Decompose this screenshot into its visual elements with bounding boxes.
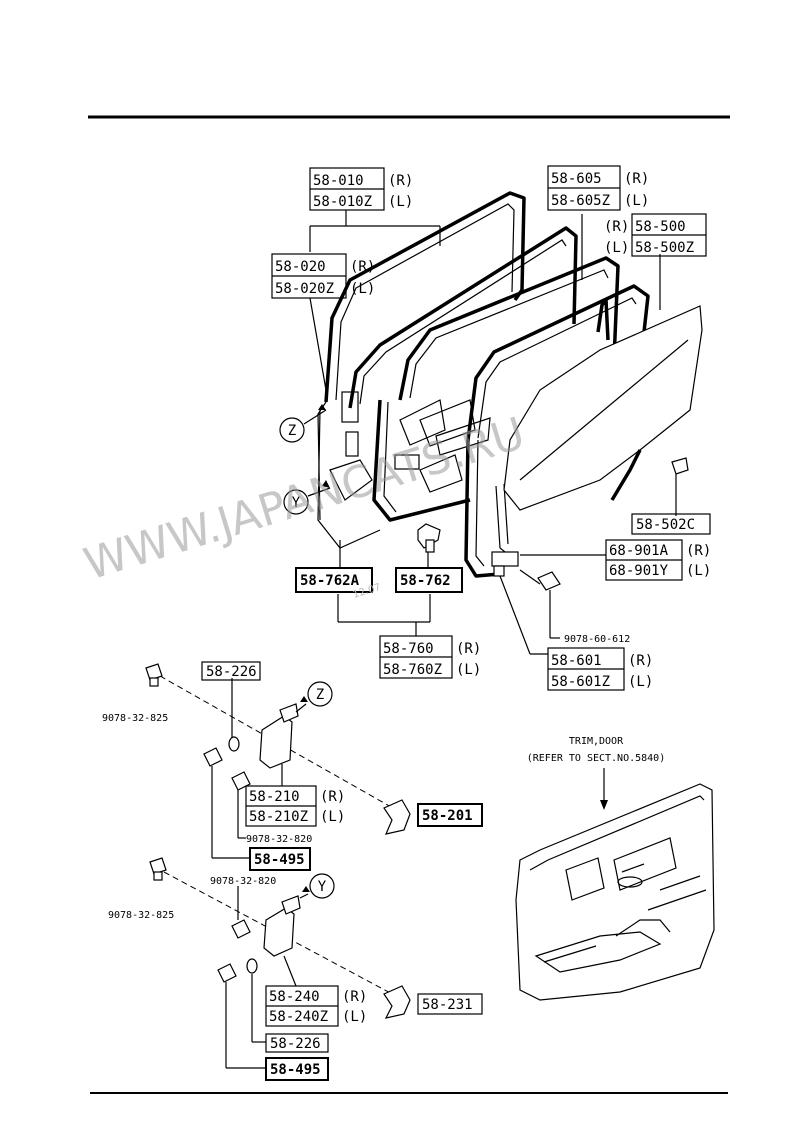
bolt-upper-left: [145, 663, 163, 681]
label-58-762a: 58-762A: [300, 573, 360, 589]
label-58-605z-side: (L): [624, 193, 649, 209]
bolt-upper-b: [231, 771, 251, 791]
label-58-010-side: (R): [388, 173, 413, 189]
label-58-605-side: (R): [624, 171, 649, 187]
upper-hinge-group: [145, 663, 411, 859]
weatherstrip: [464, 284, 650, 578]
label-58-210z: 58-210Z: [249, 809, 308, 825]
label-68-901a-side: (R): [686, 543, 711, 559]
label-58-010: 58-010: [313, 173, 364, 189]
trim-door-title: TRIM,DOOR: [569, 736, 624, 747]
label-68-901y: 68-901Y: [609, 563, 669, 579]
washer-lower: [246, 958, 258, 974]
bolt-lower-b: [217, 963, 237, 983]
label-58-500z-side: (L): [604, 240, 629, 256]
check-link: [491, 551, 519, 577]
label-58-210z-side: (L): [320, 809, 345, 825]
z-marker-door: Z: [288, 423, 296, 439]
label-58-240: 58-240: [269, 989, 320, 1005]
leader-lines-upper: [309, 210, 677, 655]
door-trim-panel: [515, 783, 715, 1001]
door-outer-frame: [348, 226, 578, 522]
trim-door-reference: (REFER TO SECT.NO.5840): [527, 753, 665, 764]
label-58-495-top: 58-495: [254, 852, 305, 868]
label-58-760-side: (R): [456, 641, 481, 657]
label-68-901y-side: (L): [686, 563, 711, 579]
label-58-020-side: (R): [350, 259, 375, 275]
label-58-240z: 58-240Z: [269, 1009, 328, 1025]
label-58-020z: 58-020Z: [275, 281, 334, 297]
label-9078-32-825-top: 9078-32-825: [102, 713, 168, 724]
y-marker-hinge: Y: [318, 879, 327, 895]
glass-run-channel: [596, 298, 642, 501]
z-callout-hinge: Z: [295, 681, 333, 713]
label-58-210-side: (R): [320, 789, 345, 805]
label-58-226-bottom: 58-226: [270, 1036, 321, 1052]
hinge-upper: [259, 715, 293, 769]
bolt-upper-a: [203, 747, 223, 767]
washer-upper: [228, 736, 240, 752]
label-58-020: 58-020: [275, 259, 326, 275]
label-58-010z: 58-010Z: [313, 194, 372, 210]
label-68-901a: 68-901A: [609, 543, 669, 559]
label-58-500: 58-500: [635, 219, 686, 235]
label-58-495-bottom: 58-495: [270, 1062, 321, 1078]
label-58-201: 58-201: [422, 808, 473, 824]
label-58-601-side: (R): [628, 653, 653, 669]
label-58-601z: 58-601Z: [551, 674, 610, 690]
label-58-226-top: 58-226: [206, 664, 257, 680]
z-marker-hinge: Z: [316, 687, 324, 703]
z-callout-door: Z: [279, 404, 327, 443]
lower-hinge-group: [149, 857, 411, 1069]
hinge-lower: [263, 907, 295, 957]
label-58-502c: 58-502C: [636, 517, 695, 533]
door-glass: [503, 305, 703, 511]
label-9078-32-825-bottom: 9078-32-825: [108, 910, 174, 921]
y-callout-door: Y: [283, 480, 331, 515]
label-58-210: 58-210: [249, 789, 300, 805]
door-panel-shell: [317, 191, 526, 549]
watermark: WWW.JAPANCATS.RU: [78, 408, 530, 591]
bolt-lower-left: [149, 857, 167, 875]
regulator-clip: [417, 523, 441, 553]
label-58-605: 58-605: [551, 171, 602, 187]
label-58-020z-side: (L): [350, 281, 375, 297]
label-9078-32-820-a: 9078-32-820: [246, 834, 312, 845]
bolt-lower-a: [231, 919, 251, 939]
label-58-601: 58-601: [551, 653, 602, 669]
hinge-pin-lower: [383, 985, 411, 1019]
y-callout-hinge: Y: [299, 873, 335, 899]
label-58-500z: 58-500Z: [635, 240, 694, 256]
hinge-bracket-y: [671, 457, 689, 475]
label-58-760: 58-760: [383, 641, 434, 657]
label-58-240-side: (R): [342, 989, 367, 1005]
bolt-9078-60-612: [519, 569, 561, 591]
label-9078-60-612: 9078-60-612: [564, 634, 630, 645]
label-58-601z-side: (L): [628, 674, 653, 690]
label-58-500-side: (R): [604, 219, 629, 235]
label-58-240z-side: (L): [342, 1009, 367, 1025]
hinge-pin-upper: [383, 799, 411, 835]
door-sash-frame: [398, 256, 620, 456]
label-58-010z-side: (L): [388, 194, 413, 210]
y-marker-door: Y: [292, 495, 301, 511]
label-58-605z: 58-605Z: [551, 193, 610, 209]
label-58-762: 58-762: [400, 573, 451, 589]
label-9078-32-820-b: 9078-32-820: [210, 876, 276, 887]
label-58-760z: 58-760Z: [383, 662, 442, 678]
label-58-760z-side: (L): [456, 662, 481, 678]
label-58-231: 58-231: [422, 997, 473, 1013]
